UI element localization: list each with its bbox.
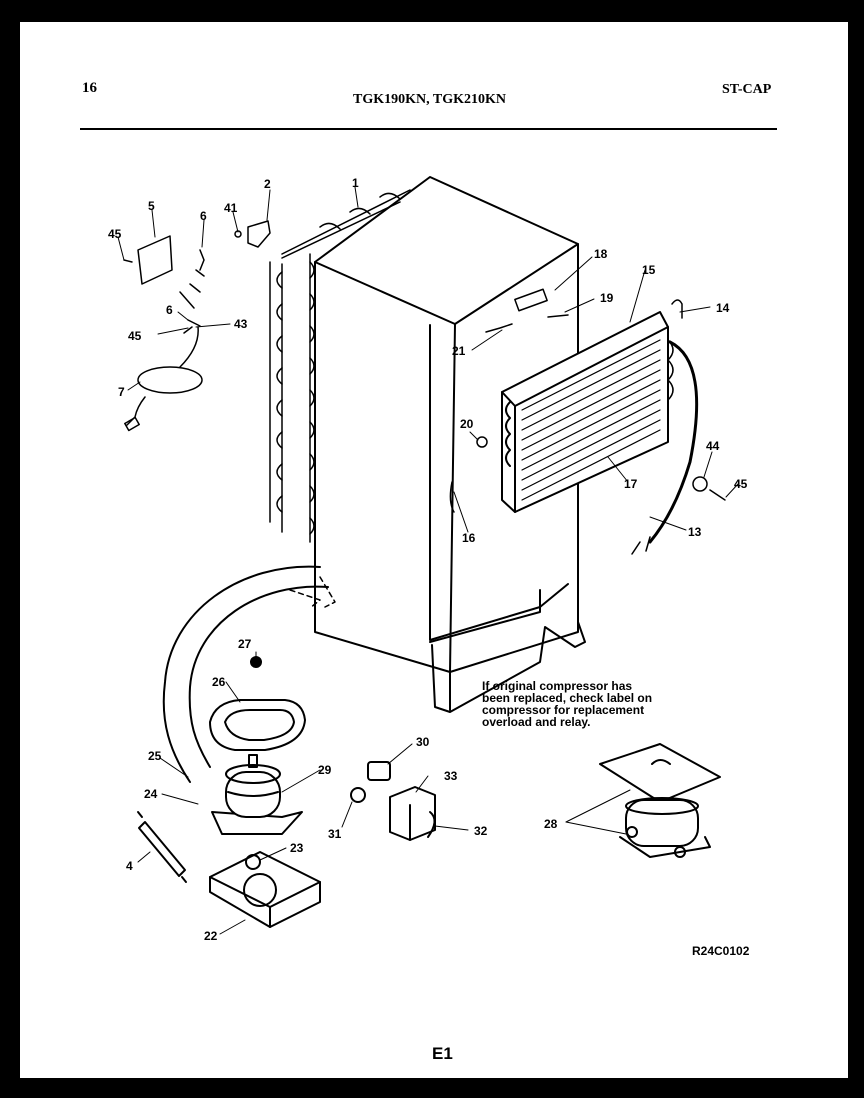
drain-tube xyxy=(648,340,699,544)
callout-31: 31 xyxy=(328,827,342,841)
drain-pan xyxy=(209,656,306,751)
cabinet xyxy=(314,176,586,713)
callout-7: 7 xyxy=(118,385,125,399)
callout-6b: 6 xyxy=(166,303,173,317)
callout-25: 25 xyxy=(148,749,162,763)
callout-21: 21 xyxy=(452,344,466,358)
callout-17: 17 xyxy=(624,477,638,491)
compressor-base xyxy=(209,851,321,928)
callout-23: 23 xyxy=(290,841,304,855)
section-code: ST-CAP xyxy=(722,82,772,97)
callout-27: 27 xyxy=(238,637,252,651)
note-line: If original compressor has xyxy=(482,679,633,693)
callout-45c: 45 xyxy=(734,477,748,491)
callout-20: 20 xyxy=(460,417,474,431)
filter-drier xyxy=(137,811,187,883)
callout-32: 32 xyxy=(474,824,488,838)
callout-45: 45 xyxy=(108,227,122,241)
header-rule xyxy=(80,128,777,130)
callout-1: 1 xyxy=(352,176,359,190)
callout-26: 26 xyxy=(212,675,226,689)
evaporator xyxy=(501,311,674,513)
callout-19: 19 xyxy=(600,291,614,305)
callout-6: 6 xyxy=(200,209,207,223)
callout-43: 43 xyxy=(234,317,248,331)
parts-diagram-sheet: 16 TGK190KN, TGK210KN ST-CAP xyxy=(20,22,848,1078)
callout-22: 22 xyxy=(204,929,218,943)
note-line: overload and relay. xyxy=(482,715,591,729)
duct-hose xyxy=(162,565,329,783)
condenser-coil xyxy=(269,189,411,543)
callout-29: 29 xyxy=(318,763,332,777)
callout-18: 18 xyxy=(594,247,608,261)
callout-15: 15 xyxy=(642,263,656,277)
callout-45b: 45 xyxy=(128,329,142,343)
model-numbers: TGK190KN, TGK210KN xyxy=(353,92,506,107)
callout-44: 44 xyxy=(706,439,720,453)
callout-24: 24 xyxy=(144,787,158,801)
note-line: compressor for replacement xyxy=(482,703,645,717)
relay-overload xyxy=(350,761,436,841)
page-number: 16 xyxy=(82,80,97,96)
callout-5: 5 xyxy=(148,199,155,213)
callout-labels: 1 2 5 6 41 45 6 45 43 7 18 15 19 14 21 2… xyxy=(108,176,748,943)
callout-13: 13 xyxy=(688,525,702,539)
compressor-note: If original compressor has been replaced… xyxy=(482,680,712,728)
callout-33: 33 xyxy=(444,769,458,783)
callout-41: 41 xyxy=(224,201,238,215)
callout-14: 14 xyxy=(716,301,730,315)
figure-reference: R24C0102 xyxy=(692,944,750,958)
exploded-view-drawing: 1 2 5 6 41 45 6 45 43 7 18 15 19 14 21 2… xyxy=(108,176,748,943)
power-cord xyxy=(124,326,203,432)
alt-compressor xyxy=(599,743,721,858)
callout-2: 2 xyxy=(264,177,271,191)
leader-lines xyxy=(117,186,739,935)
small-parts xyxy=(123,220,726,513)
note-line: been replaced, check label on xyxy=(482,691,653,705)
sheet-label: E1 xyxy=(432,1044,453,1063)
callout-16: 16 xyxy=(462,531,476,545)
callout-30: 30 xyxy=(416,735,430,749)
callout-28: 28 xyxy=(544,817,558,831)
callout-4: 4 xyxy=(126,859,133,873)
compressor xyxy=(211,754,303,835)
